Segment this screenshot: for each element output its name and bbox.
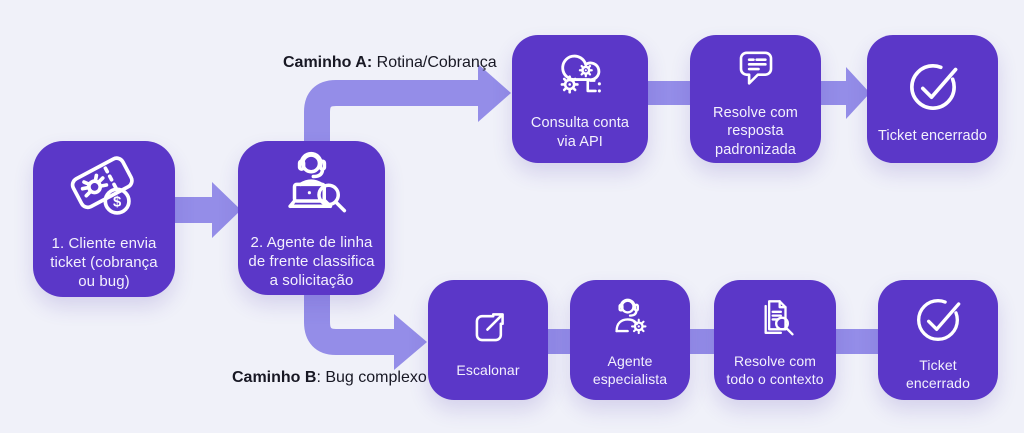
node-label: Agente especialista bbox=[592, 352, 668, 387]
node-label: Escalonar bbox=[456, 361, 520, 378]
node-frontline-agent-classifies: 2. Agente de linha de frente classifica … bbox=[238, 141, 385, 295]
external-link-icon bbox=[460, 301, 516, 357]
node-escalate: Escalonar bbox=[428, 280, 548, 400]
check-circle-icon bbox=[898, 52, 968, 122]
specialist-agent-gear-icon bbox=[602, 292, 658, 348]
path-a-title-rest: Rotina/Cobrança bbox=[372, 54, 497, 71]
support-agent-laptop-magnifier-icon bbox=[270, 145, 354, 229]
path-a-title: Caminho A: Rotina/Cobrança bbox=[283, 54, 497, 72]
node-ticket-closed-path-b: Ticket encerrado bbox=[878, 280, 998, 400]
node-resolve-full-context: Resolve com todo o contexto bbox=[714, 280, 836, 400]
connector-b1-b2 bbox=[546, 329, 572, 354]
cloud-gears-api-icon bbox=[549, 47, 611, 109]
node-label: Resolve com todo o contexto bbox=[726, 352, 824, 387]
node-label: 2. Agente de linha de frente classifica … bbox=[248, 234, 375, 289]
connector-a1-a2 bbox=[645, 81, 692, 105]
ticket-bug-dollar-icon: $ bbox=[62, 146, 146, 230]
node-ticket-closed-path-a: Ticket encerrado bbox=[867, 35, 998, 163]
path-b-title-rest: : Bug complexo bbox=[316, 369, 427, 386]
node-label: Ticket encerrado bbox=[877, 128, 988, 145]
arrow-a2-to-a3 bbox=[819, 67, 870, 119]
node-resolve-standard-response: Resolve com resposta padronizada bbox=[690, 35, 821, 163]
node-label: Resolve com resposta padronizada bbox=[713, 105, 798, 158]
check-circle-icon bbox=[906, 288, 970, 352]
elbow-arrow-path-b bbox=[304, 265, 427, 370]
node-label: 1. Cliente envia ticket (cobrança ou bug… bbox=[50, 235, 158, 290]
node-consult-account-api: Consulta conta via API bbox=[512, 35, 648, 163]
svg-text:$: $ bbox=[113, 195, 122, 211]
path-b-title: Caminho B: Bug complexo bbox=[232, 369, 427, 387]
elbow-arrow-path-a bbox=[304, 64, 511, 170]
connector-b2-b3 bbox=[688, 329, 716, 354]
node-client-sends-ticket: $ 1. Cliente envia ticket (cobrança ou b… bbox=[33, 141, 175, 297]
documents-magnifier-icon bbox=[747, 292, 803, 348]
node-specialist-agent: Agente especialista bbox=[570, 280, 690, 400]
connector-b3-b4 bbox=[834, 329, 880, 354]
chat-bubble-lines-icon bbox=[726, 39, 786, 99]
node-label: Ticket encerrado bbox=[906, 356, 970, 391]
arrow-step1-to-step2 bbox=[175, 182, 241, 238]
path-b-title-strong: Caminho B bbox=[232, 369, 317, 386]
path-a-title-strong: Caminho A: bbox=[283, 54, 373, 71]
node-label: Consulta conta via API bbox=[530, 115, 630, 150]
